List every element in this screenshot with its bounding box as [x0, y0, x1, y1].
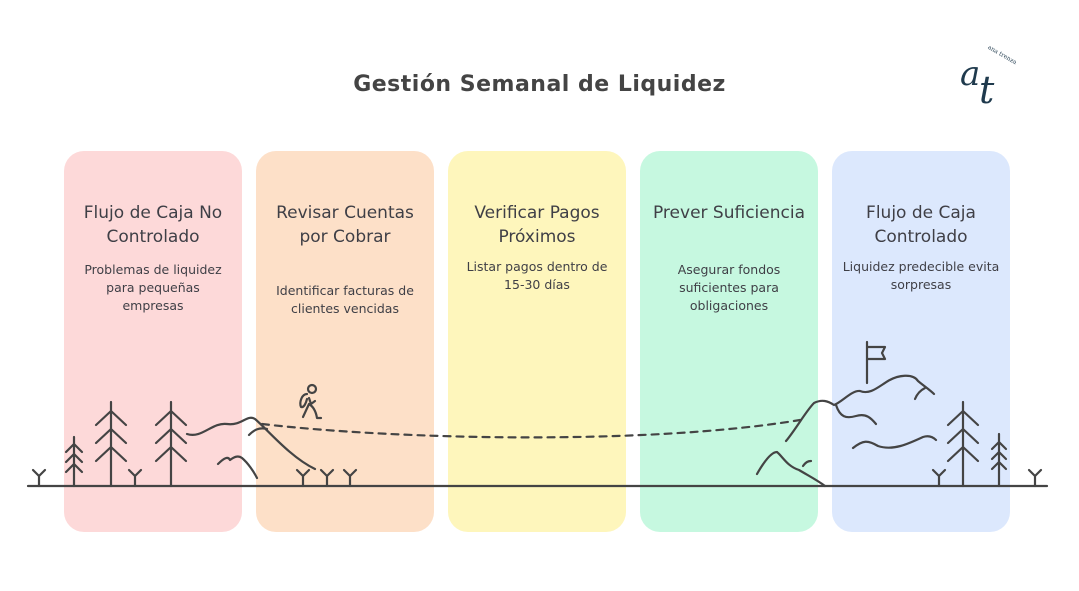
path-dashed-line	[260, 418, 802, 439]
step-card-3: Verificar Pagos Próximos Listar pagos de…	[448, 151, 626, 532]
step-card-4: Prever Suficiencia Asegurar fondos sufic…	[640, 151, 818, 532]
step-desc: Asegurar fondos suficientes para obligac…	[677, 262, 781, 313]
svg-text:a: a	[960, 54, 980, 94]
grass-icon	[31, 468, 1043, 488]
step-desc: Problemas de liquidez para pequeñas empr…	[84, 262, 222, 313]
hiker-icon	[299, 383, 323, 420]
mountain-left-icon	[185, 416, 317, 480]
step-title: Verificar Pagos Próximos	[474, 203, 600, 247]
step-title: Prever Suficiencia	[652, 203, 805, 223]
step-card-1: Flujo de Caja No Controlado Problemas de…	[64, 151, 242, 532]
step-desc: Identificar facturas de clientes vencida…	[276, 283, 414, 316]
page-title: Gestión Semanal de Liquidez	[353, 72, 726, 97]
step-desc: Liquidez predecible evita sorpresas	[842, 259, 1000, 292]
svg-text:t: t	[979, 68, 995, 110]
tree-icon	[64, 400, 1008, 488]
step-title: Flujo de Caja No Controlado	[83, 203, 223, 247]
mountain-right-icon	[755, 340, 938, 488]
step-title: Revisar Cuentas por Cobrar	[276, 203, 414, 247]
step-desc: Listar pagos dentro de 15-30 días	[466, 259, 608, 292]
step-card-2: Revisar Cuentas por Cobrar Identificar f…	[256, 151, 434, 532]
step-card-5: Flujo de Caja Controlado Liquidez predec…	[832, 151, 1010, 532]
step-title: Flujo de Caja Controlado	[866, 203, 976, 247]
logo: a t ana trenza	[955, 44, 1035, 112]
